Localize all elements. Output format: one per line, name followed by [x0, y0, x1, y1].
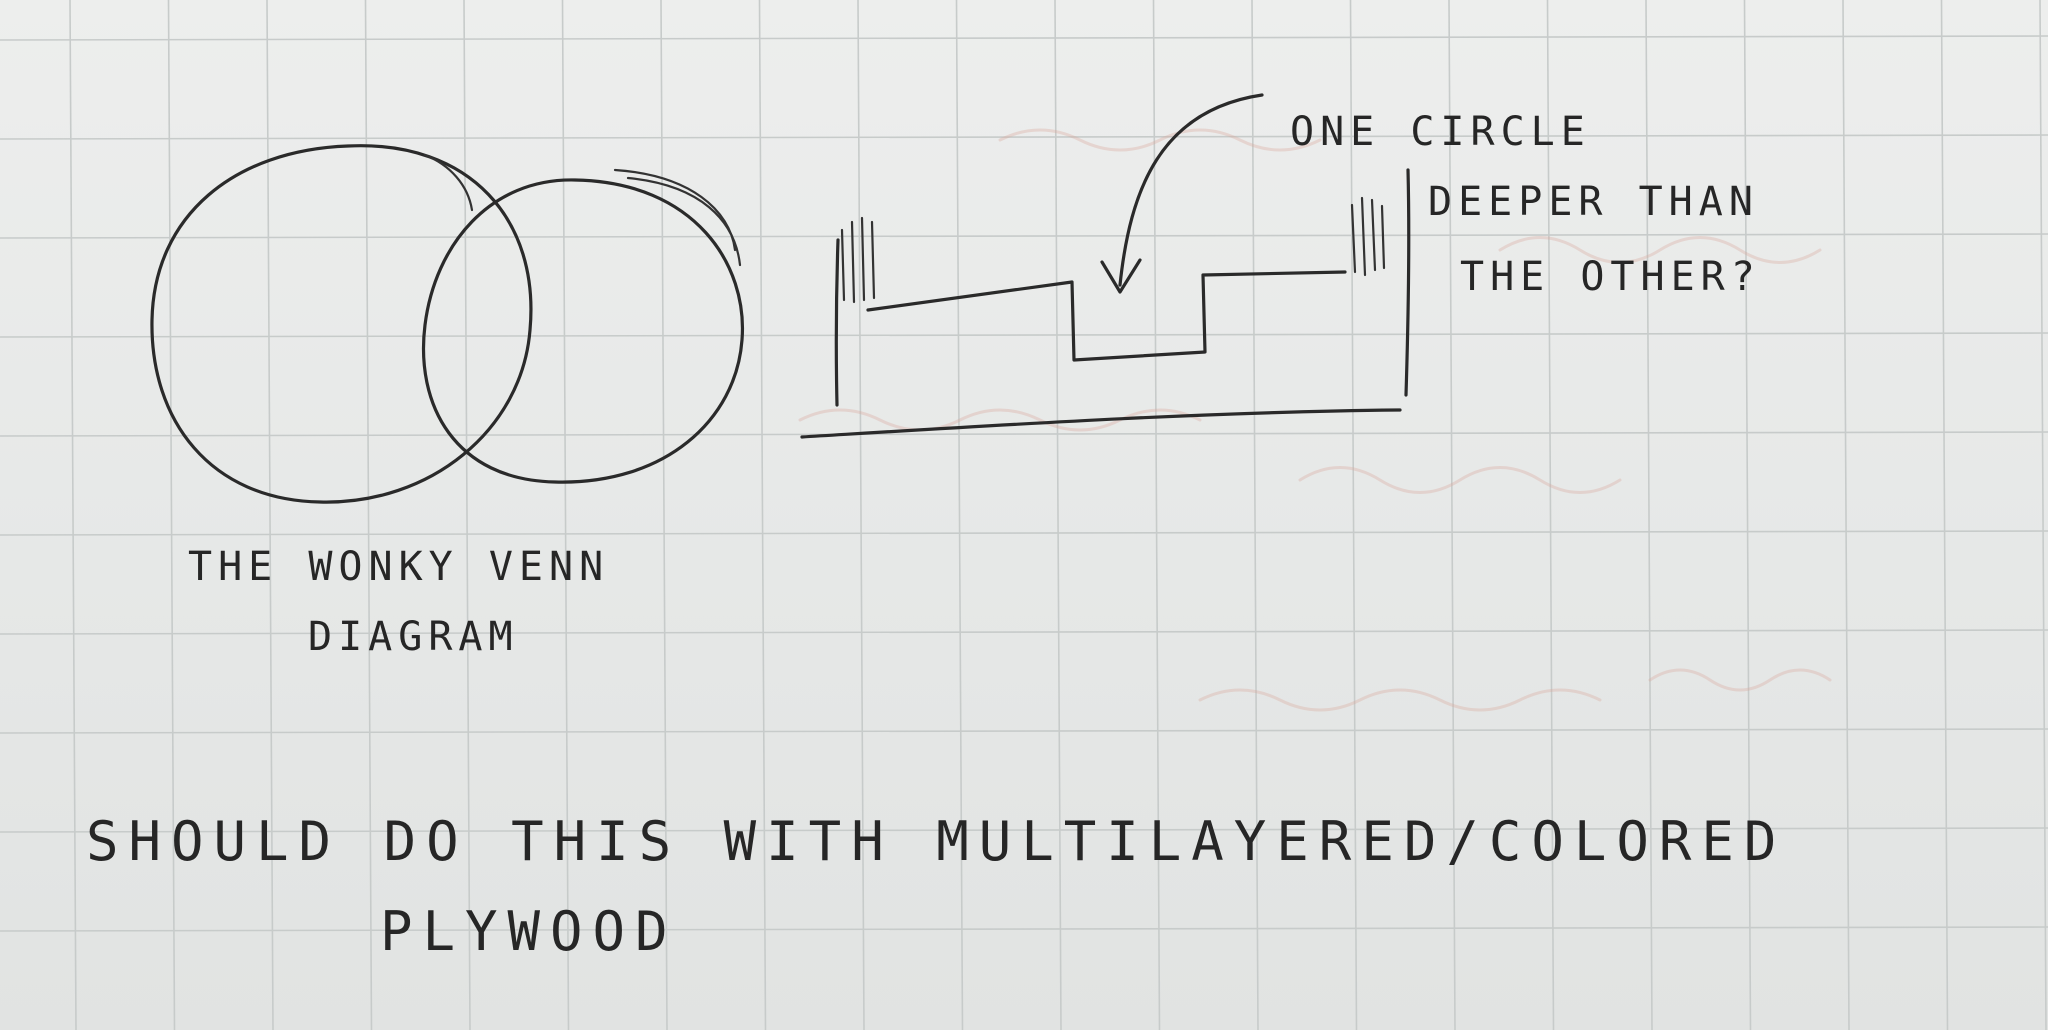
grid-line-vertical [1448, 0, 1456, 1030]
footer-note: SHOULD DO THIS WITH MULTILAYERED/COLORED… [86, 810, 1786, 963]
grid-line-vertical [1054, 0, 1062, 1030]
grid-line-vertical [857, 0, 865, 1030]
callout-arrow [1118, 93, 1264, 287]
grid-line-horizontal [0, 233, 2048, 239]
grid-line-vertical [2039, 0, 2047, 1030]
profile-left-edge [834, 238, 840, 407]
grid-line-vertical [1743, 0, 1752, 1030]
profile-baseline [800, 408, 1402, 439]
grid-line-vertical [955, 0, 964, 1030]
venn-left-circle [150, 144, 533, 504]
grid-line-vertical [660, 0, 668, 1030]
grid-line-vertical [1940, 0, 1949, 1030]
venn-caption-line-2: DIAGRAM [308, 614, 519, 660]
callout-line-1: ONE CIRCLE [1290, 109, 1591, 155]
grid-line-horizontal [0, 530, 2048, 536]
grid-line-vertical [1546, 0, 1555, 1030]
venn-caption-line-1: THE WONKY VENN [188, 544, 609, 590]
grid-line-vertical [463, 0, 471, 1030]
grid-line-horizontal [0, 431, 2048, 437]
grid-line-vertical [1152, 0, 1161, 1030]
grid-line-horizontal [0, 35, 2048, 41]
grid-line-horizontal [0, 332, 2048, 338]
grid-line-horizontal [0, 728, 2048, 734]
grid-line-vertical [69, 0, 77, 1030]
grid-line-horizontal [0, 629, 2048, 635]
footer-line-2: PLYWOOD [380, 900, 678, 963]
profile-step-outline [866, 270, 1347, 362]
bleed-through-marks [798, 128, 1832, 712]
grid-line-vertical [561, 0, 570, 1030]
venn-right-circle [421, 178, 745, 484]
grid-line-horizontal [0, 926, 2048, 932]
grid-line-vertical [266, 0, 274, 1030]
profile-right-edge [1404, 168, 1411, 397]
callout-line-3: THE OTHER? [1460, 254, 1761, 300]
grid-line-horizontal [0, 134, 2048, 140]
grid-line-vertical [167, 0, 176, 1030]
grid-line-horizontal [0, 827, 2048, 833]
grid-line-vertical [1349, 0, 1358, 1030]
footer-line-1: SHOULD DO THIS WITH MULTILAYERED/COLORED [86, 810, 1786, 873]
depth-profile-sketch: ONE CIRCLE DEEPER THAN THE OTHER? [800, 93, 1761, 439]
grid-line-vertical [1842, 0, 1850, 1030]
profile-hatch-right [1350, 196, 1386, 277]
venn-diagram: THE WONKY VENN DIAGRAM [150, 144, 745, 660]
grid-line-vertical [758, 0, 767, 1030]
callout-line-2: DEEPER THAN [1428, 179, 1759, 225]
profile-hatch-left [840, 216, 876, 304]
callout-arrowhead [1100, 258, 1142, 294]
grid-line-vertical [1251, 0, 1259, 1030]
grid-line-vertical [364, 0, 373, 1030]
grid-line-vertical [1645, 0, 1653, 1030]
